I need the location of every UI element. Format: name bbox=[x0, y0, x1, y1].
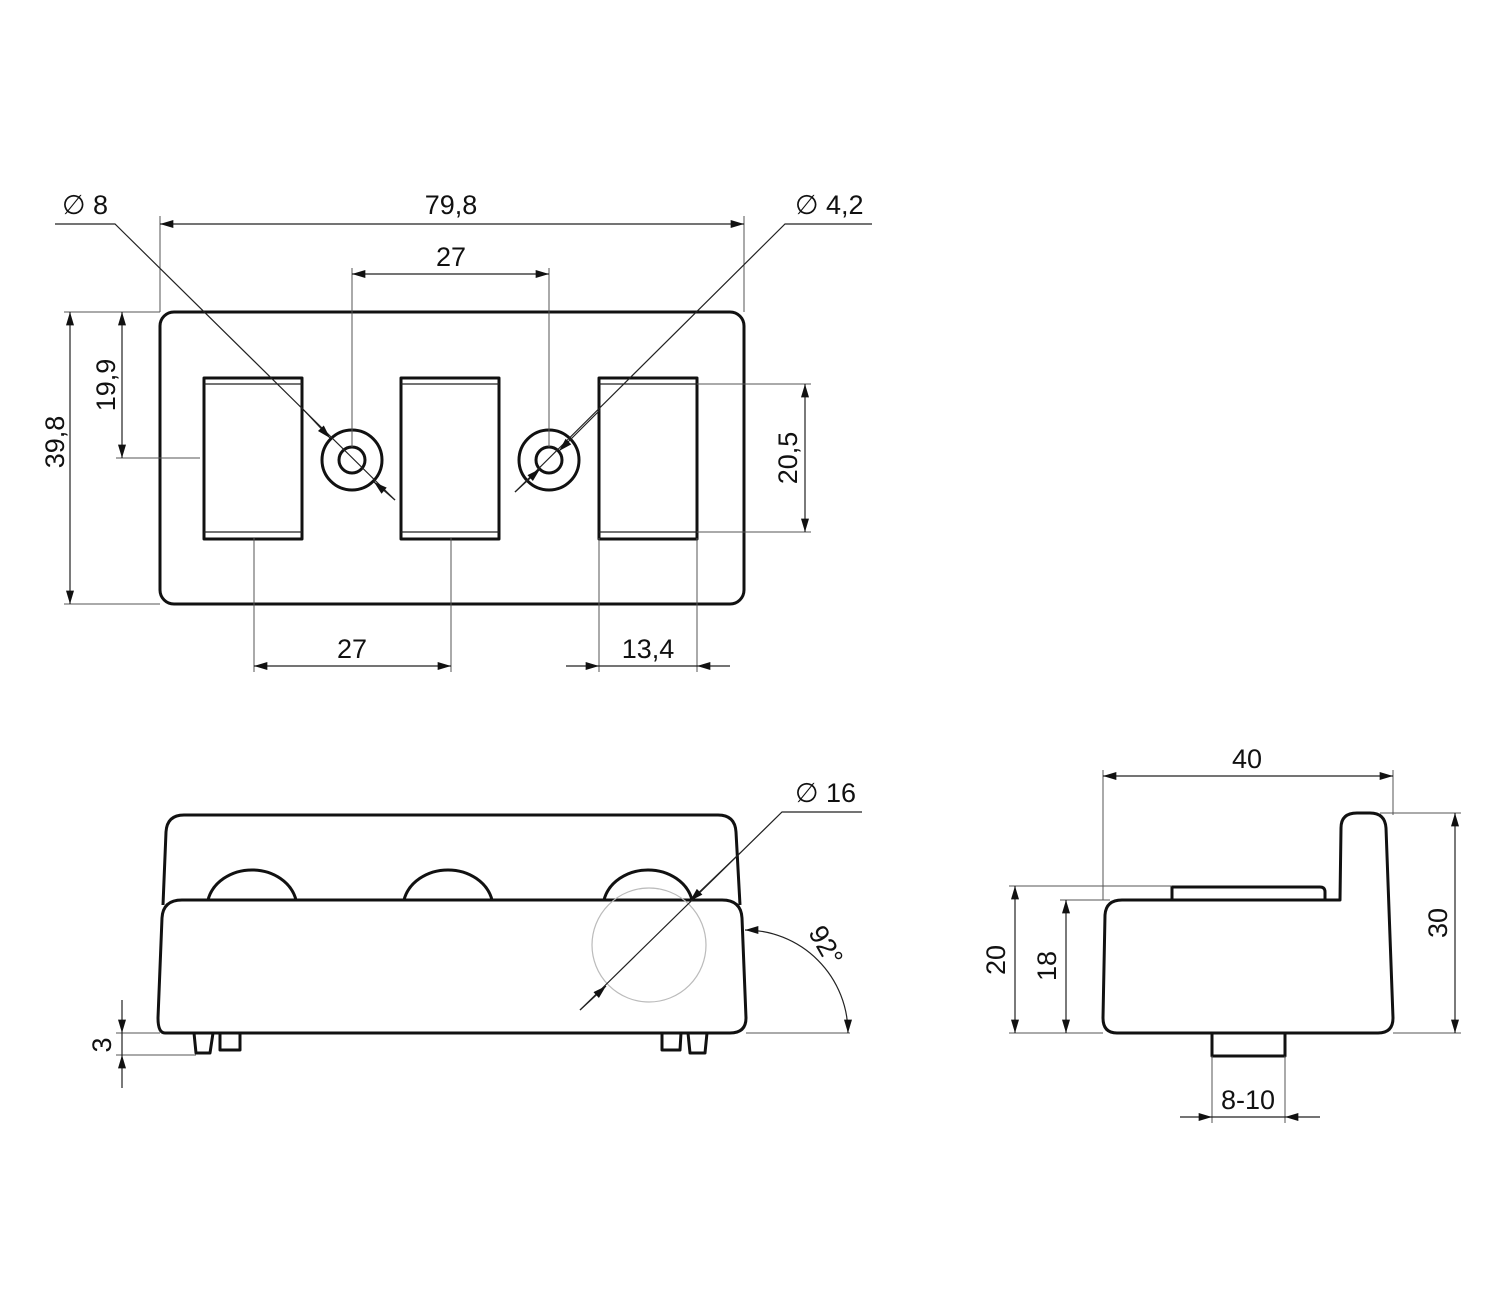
dim-overall-length: 79,8 bbox=[425, 190, 478, 220]
slot-3 bbox=[597, 376, 699, 541]
dim-slot-spacing: 27 bbox=[337, 634, 367, 664]
dim-height-plate: 20 bbox=[981, 945, 1011, 975]
side-plate bbox=[1170, 885, 1327, 900]
dim-head-dia: ∅ 16 bbox=[795, 778, 856, 808]
dim-hole-small-dia: ∅ 4,2 bbox=[795, 190, 864, 220]
dim-angle: 92° bbox=[803, 920, 849, 970]
dim-height-total: 30 bbox=[1423, 908, 1453, 938]
dim-half-width: 19,9 bbox=[91, 359, 121, 412]
base-outline bbox=[158, 310, 746, 606]
dim-overall-width: 39,8 bbox=[40, 416, 70, 469]
top-view: 79,8 27 ∅ 8 ∅ 4,2 39,8 19,9 20,5 27 bbox=[40, 190, 872, 672]
front-body bbox=[156, 898, 748, 1035]
slot-1 bbox=[202, 376, 304, 541]
screw-heads bbox=[206, 868, 694, 901]
dim-foot-height: 3 bbox=[87, 1037, 117, 1052]
front-view: ∅ 16 92° 3 bbox=[87, 778, 862, 1088]
dim-slot-length: 20,5 bbox=[773, 432, 803, 485]
side-body bbox=[1101, 811, 1395, 1035]
feet bbox=[192, 1032, 709, 1055]
side-view: 40 30 20 18 8-10 bbox=[981, 744, 1461, 1123]
dim-hole-large-dia: ∅ 8 bbox=[62, 190, 108, 220]
dim-slot-width: 13,4 bbox=[622, 634, 675, 664]
dim-groove-range: 8-10 bbox=[1221, 1085, 1275, 1115]
dim-hole-spacing: 27 bbox=[436, 242, 466, 272]
head-circle bbox=[591, 887, 707, 1003]
back-flange bbox=[161, 813, 742, 906]
slot-2 bbox=[399, 376, 501, 541]
side-tab bbox=[1210, 1033, 1287, 1058]
dim-width: 40 bbox=[1232, 744, 1262, 774]
dim-height-body: 18 bbox=[1032, 951, 1062, 981]
